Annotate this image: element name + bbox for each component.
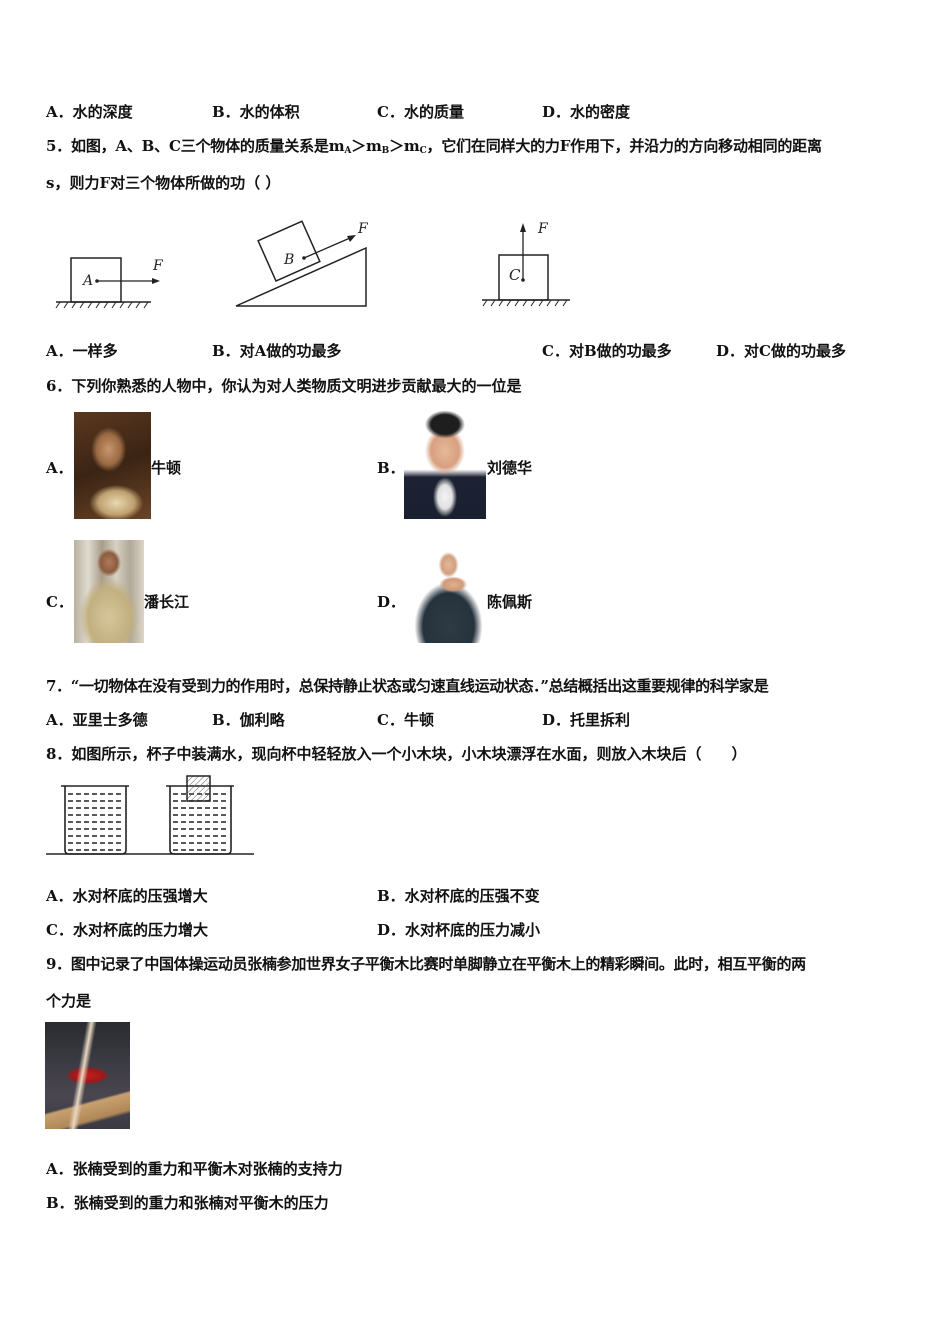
liu-dehua-portrait-image <box>404 409 486 519</box>
q4-option-d: D．水的密度 <box>542 103 631 121</box>
q6-option-b-name: 刘德华 <box>487 459 533 477</box>
q5-option-a: A．一样多 <box>46 342 118 360</box>
q6-option-d-name: 陈佩斯 <box>487 593 533 611</box>
q8-option-d: D．水对杯底的压力减小 <box>377 921 541 939</box>
q8-stem: 8．如图所示，杯子中装满水，现向杯中轻轻放入一个小木块，小木块漂浮在水面，则放入… <box>46 745 747 763</box>
subscript-c: C <box>419 146 427 156</box>
svg-text:C: C <box>509 266 521 284</box>
subscript-a: A <box>344 146 352 156</box>
q9-stem-line1: 9．图中记录了中国体操运动员张楠参加世界女子平衡木比赛时单脚静立在平衡木上的精彩… <box>46 955 806 973</box>
figure-beakers <box>46 775 254 855</box>
q4-option-b: B．水的体积 <box>212 103 300 121</box>
q9-stem-line2: 个力是 <box>46 992 92 1010</box>
q6-option-a-letter: A． <box>46 459 73 477</box>
q7-option-c: C．牛顿 <box>377 711 434 729</box>
q8-option-b: B．水对杯底的压强不变 <box>377 887 540 905</box>
newton-portrait-image <box>74 412 151 519</box>
svg-text:F: F <box>152 258 164 274</box>
gymnast-balance-beam-image <box>45 1022 130 1129</box>
pan-changjiang-portrait-image <box>74 540 144 643</box>
svg-text:B: B <box>283 252 294 268</box>
subscript-b: B <box>381 146 390 156</box>
q7-option-a: A．亚里士多德 <box>46 711 148 729</box>
q7-option-d: D．托里拆利 <box>542 711 631 729</box>
gt-symbol: ＞m <box>389 137 420 155</box>
q6-option-c-letter: C． <box>46 593 73 611</box>
q5-stem-prefix: 5．如图，A、B、C三个物体的质量关系是m <box>46 137 345 155</box>
figure-incline-b: B F <box>235 220 369 307</box>
q5-option-c: C．对B做的功最多 <box>542 342 672 360</box>
gt-symbol: ＞m <box>351 137 382 155</box>
chen-peisi-portrait-image <box>408 550 486 643</box>
figure-block-c: C F <box>482 221 570 307</box>
q5-stem-line1: 5．如图，A、B、C三个物体的质量关系是mA＞mB＞mC，它们在同样大的力F作用… <box>46 136 822 161</box>
q4-option-c: C．水的质量 <box>377 103 464 121</box>
q9-option-a: A．张楠受到的重力和平衡木对张楠的支持力 <box>46 1160 343 1178</box>
q6-option-a-name: 牛顿 <box>151 459 182 477</box>
q6-option-b-letter: B． <box>377 459 405 477</box>
q6-stem: 6．下列你熟悉的人物中，你认为对人类物质文明进步贡献最大的一位是 <box>46 377 522 395</box>
q4-option-a: A．水的深度 <box>46 103 133 121</box>
q5-option-d: D．对C做的功最多 <box>716 342 846 360</box>
q7-option-b: B．伽利略 <box>212 711 285 729</box>
q8-option-c: C．水对杯底的压力增大 <box>46 921 208 939</box>
q9-option-b: B．张楠受到的重力和张楠对平衡木的压力 <box>46 1194 329 1212</box>
svg-text:F: F <box>537 221 549 237</box>
figure-block-a: A F <box>55 257 164 309</box>
svg-text:F: F <box>357 221 369 237</box>
q5-stem-line2: s，则力F对三个物体所做的功（ ） <box>46 174 281 192</box>
q5-stem-suffix: ，它们在同样大的力F作用下，并沿力的方向移动相同的距离 <box>426 137 822 155</box>
q8-option-a: A．水对杯底的压强增大 <box>46 887 208 905</box>
q6-option-d-letter: D． <box>377 593 406 611</box>
q7-stem: 7．“一切物体在没有受到力的作用时，总保持静止状态或匀速直线运动状态．”总结概括… <box>46 677 769 695</box>
svg-text:A: A <box>81 273 93 289</box>
q5-option-b: B．对A做的功最多 <box>212 342 342 360</box>
q6-option-c-name: 潘长江 <box>144 593 190 611</box>
